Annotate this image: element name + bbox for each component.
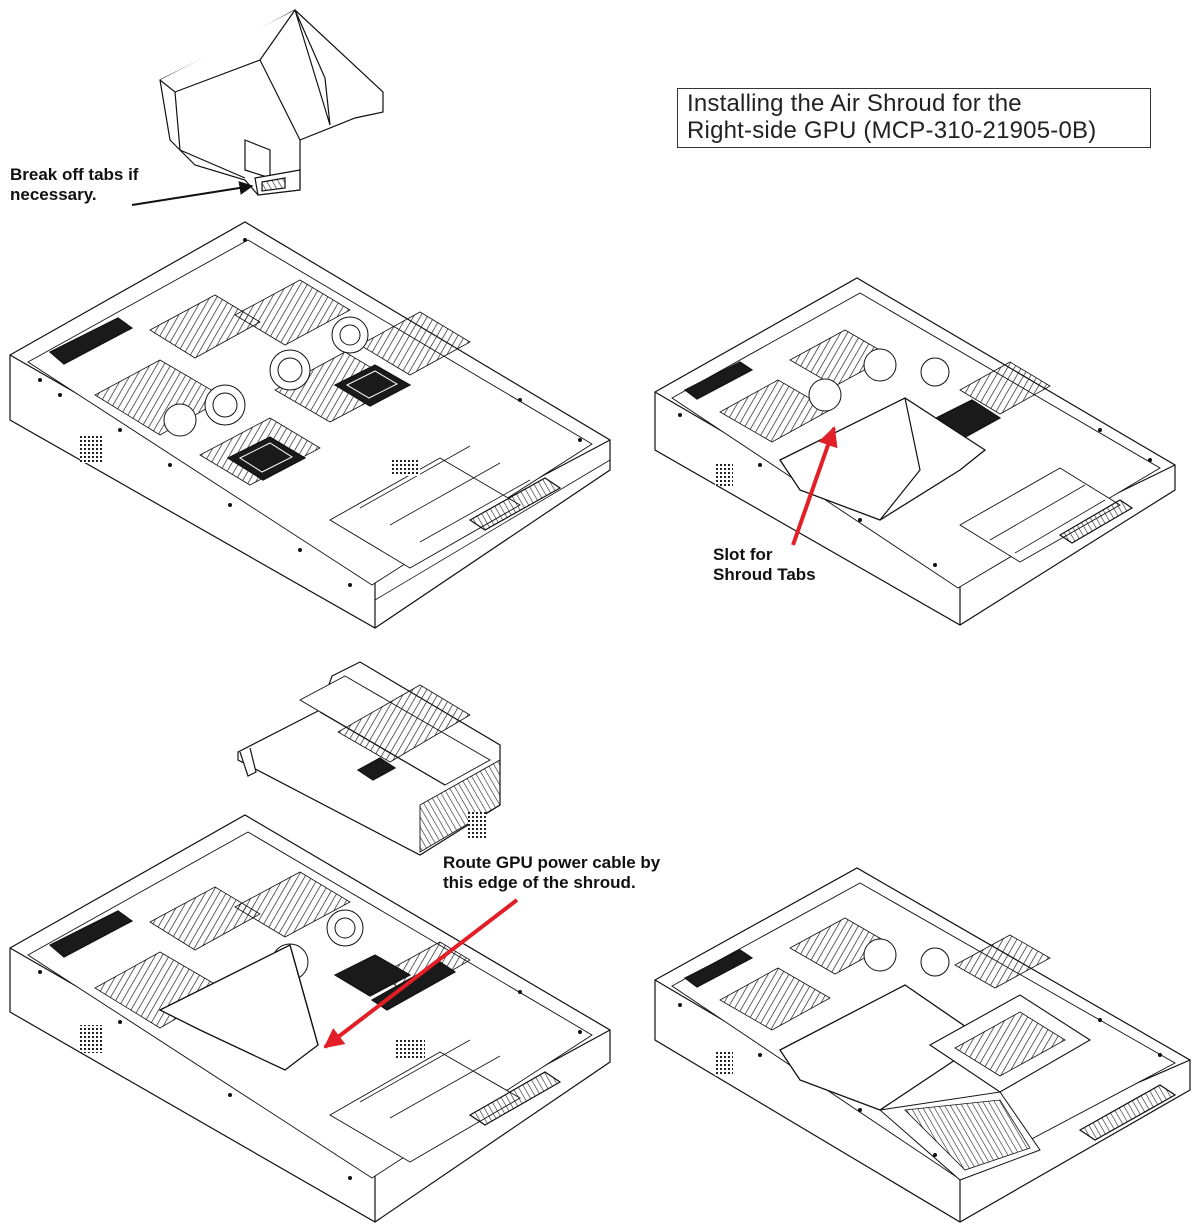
callout-break-tabs-line-2: necessary.	[10, 185, 97, 204]
chassis-step-3	[9, 814, 611, 1223]
chassis-step-4	[654, 867, 1191, 1223]
route-cable-arrow	[323, 898, 519, 1049]
break-tabs-arrow	[131, 181, 254, 206]
chassis-step-2	[654, 277, 1176, 626]
chassis-step-1	[9, 221, 611, 629]
callout-route-cable-line-2: this edge of the shroud.	[443, 873, 636, 892]
air-shroud-detail	[159, 9, 384, 196]
slot-tabs-arrow	[791, 426, 838, 546]
callout-route-cable-line-1: Route GPU power cable by	[443, 853, 661, 872]
callout-route-cable: Route GPU power cable by this edge of th…	[443, 853, 660, 893]
callout-break-tabs: Break off tabs if necessary.	[10, 165, 138, 205]
callout-slot-tabs: Slot for Shroud Tabs	[713, 545, 816, 585]
title-line-1: Installing the Air Shroud for the	[687, 90, 1022, 117]
gpu-riser-card	[237, 661, 501, 856]
title-line-2: Right-side GPU (MCP-310-21905-0B)	[687, 117, 1097, 144]
callout-slot-tabs-line-2: Shroud Tabs	[713, 565, 816, 584]
diagram-title-box: Installing the Air Shroud for the Right-…	[677, 88, 1151, 148]
callout-slot-tabs-line-1: Slot for	[713, 545, 773, 564]
callout-break-tabs-line-1: Break off tabs if	[10, 165, 139, 184]
